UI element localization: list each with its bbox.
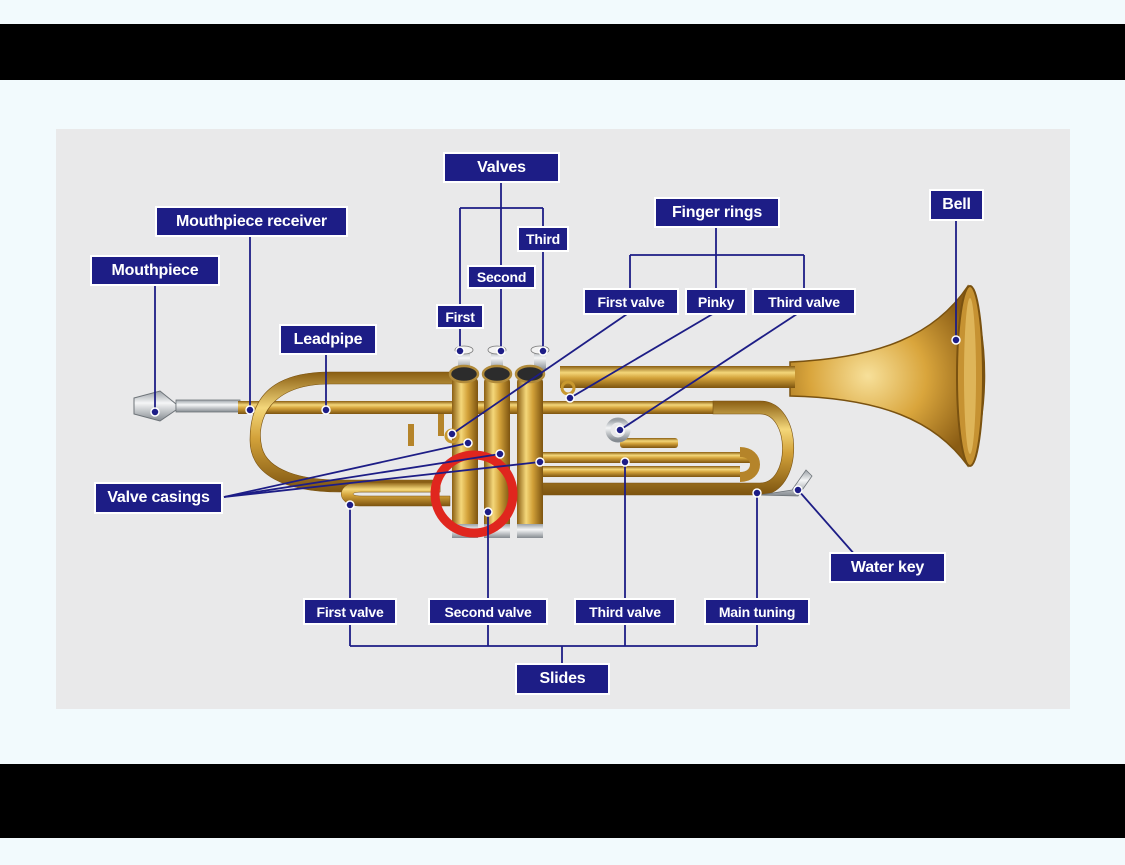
letterbox-top-bar bbox=[0, 24, 1125, 80]
highlight-circle bbox=[430, 450, 518, 538]
letterbox-bottom-bar bbox=[0, 764, 1125, 838]
leader-lines bbox=[154, 181, 957, 666]
label-first: First bbox=[436, 304, 484, 329]
label-water-key: Water key bbox=[829, 552, 946, 583]
label-bell: Bell bbox=[929, 189, 984, 221]
label-second: Second bbox=[467, 265, 536, 289]
label-slide-second-valve: Second valve bbox=[428, 598, 548, 625]
leader-dots bbox=[150, 335, 961, 517]
label-third: Third bbox=[517, 226, 569, 252]
label-main-tuning: Main tuning bbox=[704, 598, 810, 625]
label-ring-first-valve: First valve bbox=[583, 288, 679, 315]
label-leadpipe: Leadpipe bbox=[279, 324, 377, 355]
label-finger-rings: Finger rings bbox=[654, 197, 780, 228]
label-ring-third-valve: Third valve bbox=[752, 288, 856, 315]
first-slide-tube bbox=[341, 481, 451, 507]
bell-tube bbox=[560, 366, 795, 388]
ring-third bbox=[605, 417, 631, 443]
label-slides: Slides bbox=[515, 663, 610, 695]
label-valve-casings: Valve casings bbox=[94, 482, 223, 514]
label-slide-first-valve: First valve bbox=[303, 598, 397, 625]
bell-flare bbox=[789, 284, 986, 468]
label-mouthpiece: Mouthpiece bbox=[90, 255, 220, 286]
trumpet-body bbox=[133, 284, 986, 538]
label-pinky: Pinky bbox=[685, 288, 747, 315]
label-mouthpiece-receiver: Mouthpiece receiver bbox=[155, 206, 348, 237]
label-slide-third-valve: Third valve bbox=[574, 598, 676, 625]
valve-casing-3 bbox=[517, 378, 543, 536]
label-valves: Valves bbox=[443, 152, 560, 183]
third-slide-tube bbox=[540, 452, 750, 463]
